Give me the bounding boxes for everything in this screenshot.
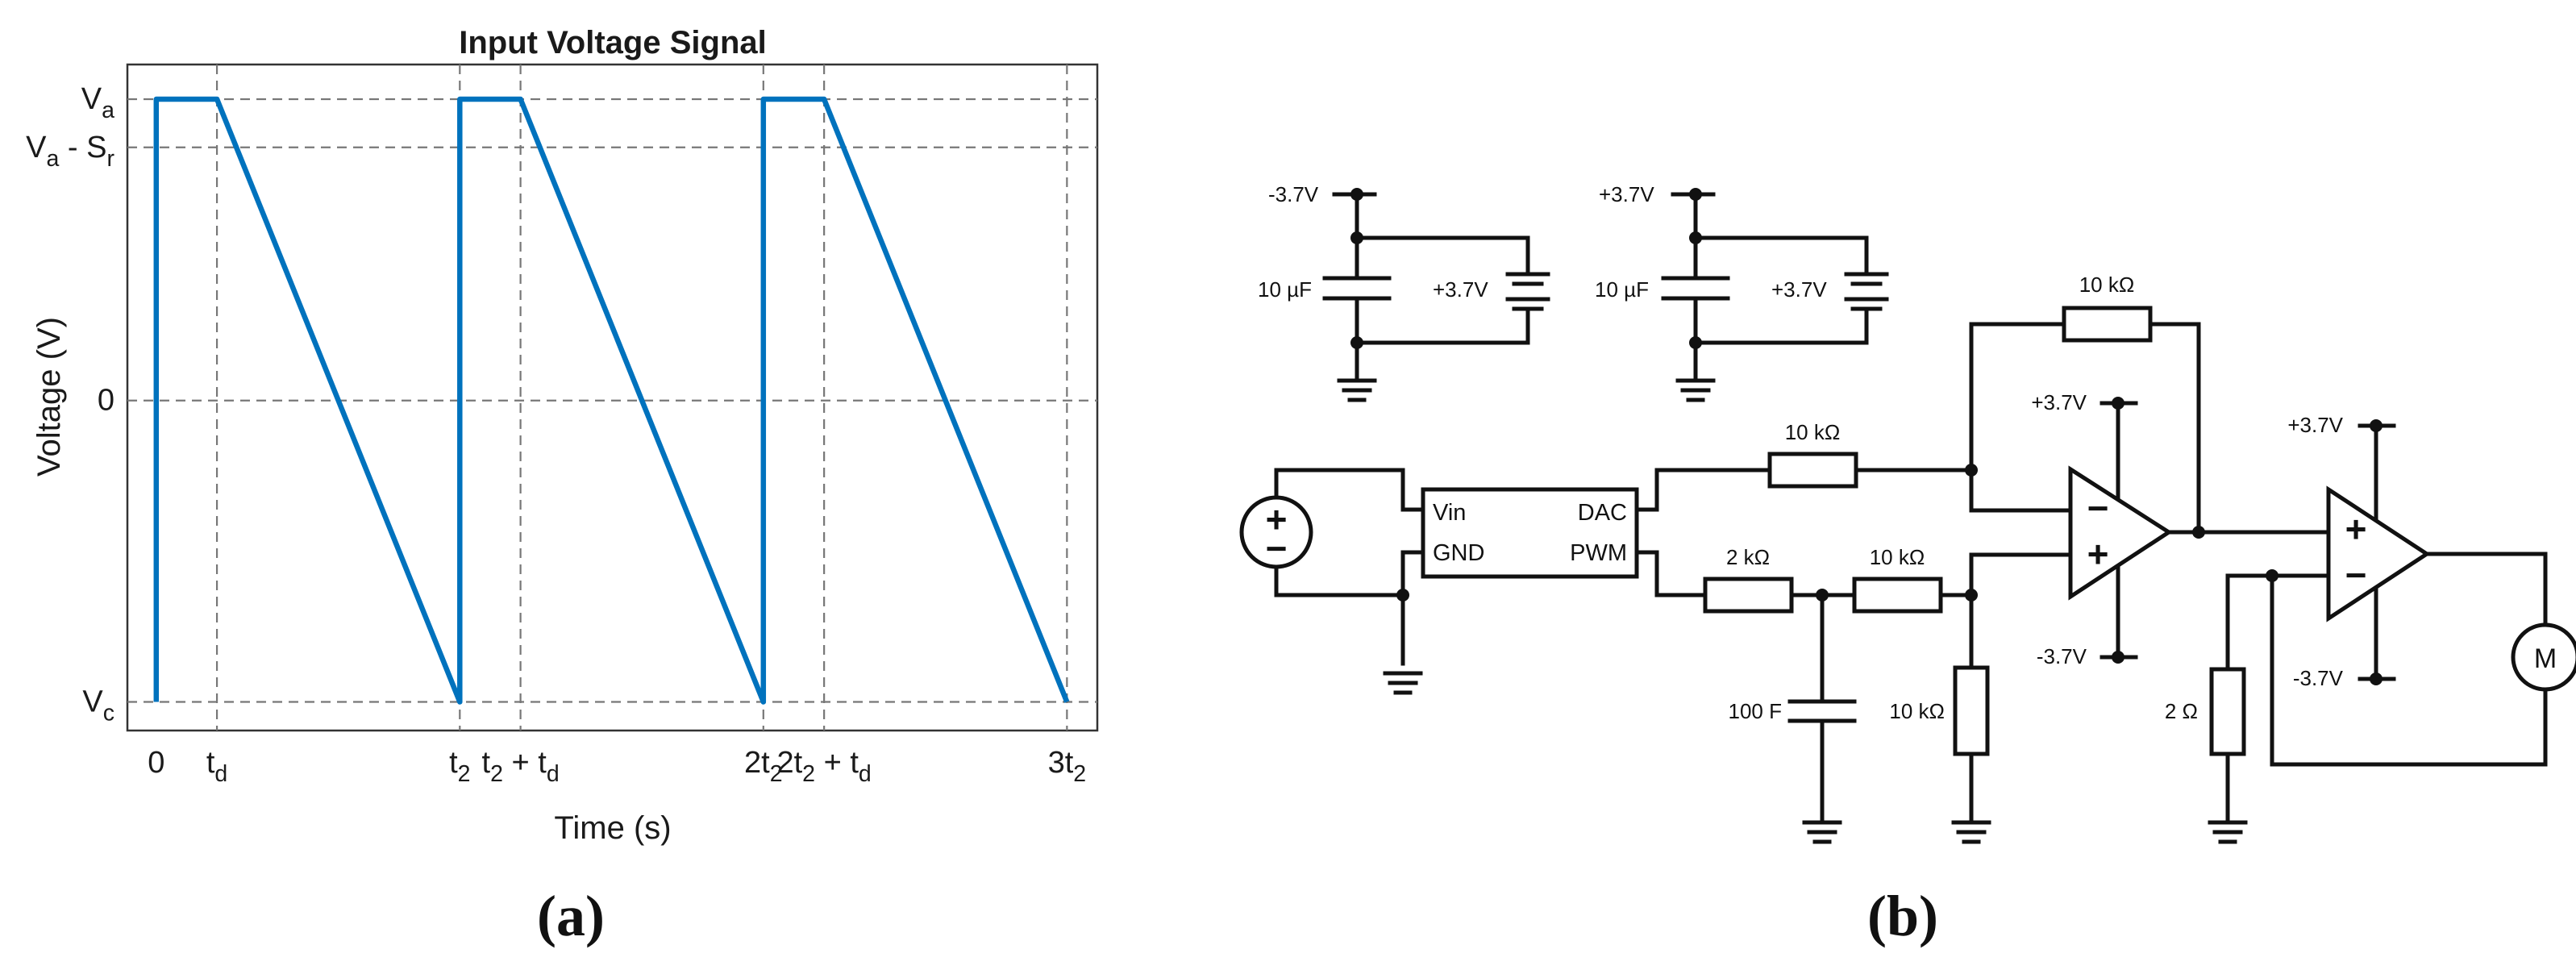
circuit-panel-b: -3.7V 10 µF +3.7V +3.7V 10 µF +3.7V bbox=[1239, 182, 2576, 844]
battery-1 bbox=[1505, 272, 1550, 311]
ground-symbol-1 bbox=[1337, 378, 1377, 402]
label-cap-10uf-2: 10 µF bbox=[1595, 277, 1649, 302]
op1-plus: + bbox=[2087, 533, 2109, 575]
x-axis-label: Time (s) bbox=[554, 810, 671, 846]
label-battery: +3.7V bbox=[1433, 277, 1488, 302]
x-tick-label: 2t2​ bbox=[744, 746, 783, 787]
supply-block-negative: -3.7V 10 µF +3.7V bbox=[1258, 182, 1550, 402]
op-amp-1: − + bbox=[2068, 401, 2173, 660]
resistor-10k-ground bbox=[1953, 665, 1990, 756]
source-minus: − bbox=[1266, 527, 1288, 569]
label-cap-100f: 100 F bbox=[1729, 699, 1783, 723]
ground-symbol-4 bbox=[1802, 820, 1842, 844]
op-amp-2: + − bbox=[2326, 423, 2431, 681]
motor: M bbox=[2511, 622, 2576, 692]
ground-symbol-6 bbox=[2208, 820, 2248, 844]
motor-label: M bbox=[2534, 643, 2557, 674]
label-battery-2: +3.7V bbox=[1771, 277, 1827, 302]
x-tick-label: t2​ + td​ bbox=[482, 746, 560, 787]
voltage-source: + − bbox=[1239, 495, 1313, 569]
voltage-signal-line bbox=[153, 96, 1070, 705]
ground-symbol-3 bbox=[1383, 671, 1423, 695]
grid-lines bbox=[127, 65, 1097, 731]
capacitor-10uF-1 bbox=[1322, 276, 1392, 301]
y-tick-label: 0 bbox=[98, 384, 114, 418]
x-tick-labels: 0 td​ t2​ t2​ + td​ 2t2​2t2​ + td​ 3t2​ bbox=[148, 746, 1086, 787]
panel-a-label: (a) bbox=[537, 884, 605, 948]
label-neg-supply: -3.7V bbox=[1268, 182, 1319, 206]
label-cap-10uf: 10 µF bbox=[1258, 277, 1312, 302]
resistor-10k-feedback bbox=[2062, 306, 2153, 343]
pin-vin: Vin bbox=[1433, 500, 1466, 526]
y-axis-label: Voltage (V) bbox=[31, 317, 67, 477]
y-tick-label: Va​ bbox=[81, 82, 114, 123]
label-pos-supply: +3.7V bbox=[1599, 182, 1654, 206]
label-op1-neg: -3.7V bbox=[2037, 644, 2087, 668]
resistor-2k-filter bbox=[1703, 577, 1794, 614]
x-tick-label: 2t2​ + td​ bbox=[776, 746, 871, 787]
supply-block-positive: +3.7V 10 µF +3.7V bbox=[1595, 182, 1889, 402]
op2-minus: − bbox=[2345, 554, 2367, 596]
x-tick-label: 0 bbox=[148, 746, 164, 780]
ground-symbol-2 bbox=[1675, 378, 1716, 402]
pin-gnd: GND bbox=[1433, 540, 1484, 566]
x-tick-label: t2​ bbox=[449, 746, 470, 787]
capacitor-10uF-2 bbox=[1661, 276, 1730, 301]
chart-title: Input Voltage Signal bbox=[459, 25, 766, 60]
label-r-feedback: 10 kΩ bbox=[2079, 273, 2135, 297]
y-tick-label: Vc​ bbox=[82, 685, 114, 726]
x-tick-label: td​ bbox=[206, 746, 227, 787]
dac-module: Vin GND DAC PWM bbox=[1421, 487, 1639, 579]
source-plus: + bbox=[1266, 498, 1288, 540]
op2-plus: + bbox=[2345, 508, 2367, 550]
plot-area-frame bbox=[126, 63, 1099, 732]
label-r-dac: 10 kΩ bbox=[1785, 420, 1841, 444]
label-op2-neg: -3.7V bbox=[2293, 666, 2344, 690]
label-r-ground: 10 kΩ bbox=[1889, 699, 1945, 723]
label-r-sense: 2 Ω bbox=[2165, 699, 2198, 723]
label-r-series: 10 kΩ bbox=[1870, 545, 1925, 569]
op1-minus: − bbox=[2087, 487, 2109, 529]
y-tick-label: Va​ - Sr​ bbox=[26, 131, 114, 172]
x-tick-label: 3t2​ bbox=[1048, 746, 1087, 787]
y-tick-labels: Va​ Va​ - Sr​ 0Vc​ bbox=[26, 82, 114, 726]
resistor-10k-dac bbox=[1767, 452, 1858, 489]
battery-2 bbox=[1844, 272, 1889, 311]
pin-pwm: PWM bbox=[1570, 540, 1627, 566]
resistor-2ohm-sense bbox=[2209, 667, 2246, 756]
capacitor-100F bbox=[1787, 699, 1857, 723]
resistor-10k-series bbox=[1852, 577, 1943, 614]
ground-symbol-5 bbox=[1951, 820, 1991, 844]
chart-panel-a: Input Voltage Signal 0 td​ t2​ t2​ + td​ 2t2… bbox=[26, 25, 1099, 846]
label-op1-pos: +3.7V bbox=[2031, 390, 2087, 414]
label-r-filter: 2 kΩ bbox=[1726, 545, 1770, 569]
pin-dac: DAC bbox=[1578, 500, 1627, 526]
label-op2-pos: +3.7V bbox=[2287, 413, 2343, 437]
panel-b-label: (b) bbox=[1867, 884, 1938, 948]
